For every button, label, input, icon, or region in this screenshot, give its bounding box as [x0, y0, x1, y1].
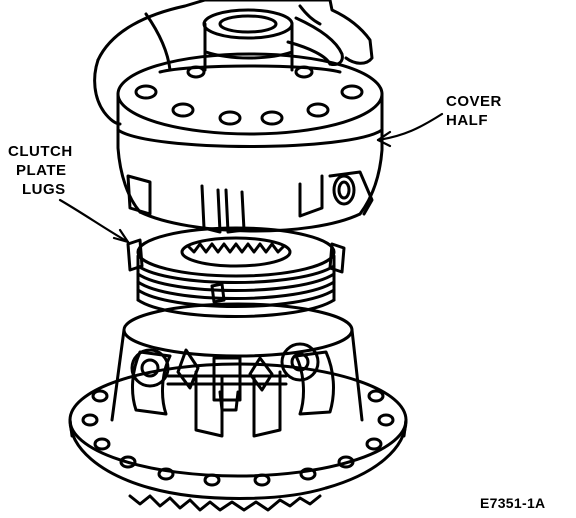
cover-half-leader	[376, 112, 444, 142]
figure-code: E7351-1A	[480, 495, 546, 511]
clutch-pack-part	[126, 226, 346, 318]
label-cover-half: COVER HALF	[446, 92, 502, 130]
label-clutch-line1: CLUTCH	[8, 143, 73, 160]
clutch-lugs-arrowhead	[112, 228, 130, 244]
label-clutch-line2: PLATE	[16, 162, 67, 179]
clutch-lugs-leader	[58, 198, 130, 244]
label-cover-half-line2: HALF	[446, 112, 488, 129]
cover-half-arrowhead	[376, 130, 392, 148]
label-cover-half-line1: COVER	[446, 93, 502, 110]
label-clutch-plate-lugs: CLUTCH PLATE LUGS	[8, 142, 73, 199]
differential-case-part	[68, 302, 408, 512]
label-clutch-line3: LUGS	[22, 181, 66, 198]
hand-illustration	[93, 0, 374, 126]
leader-lines	[58, 112, 444, 244]
cover-half-part	[116, 8, 384, 234]
